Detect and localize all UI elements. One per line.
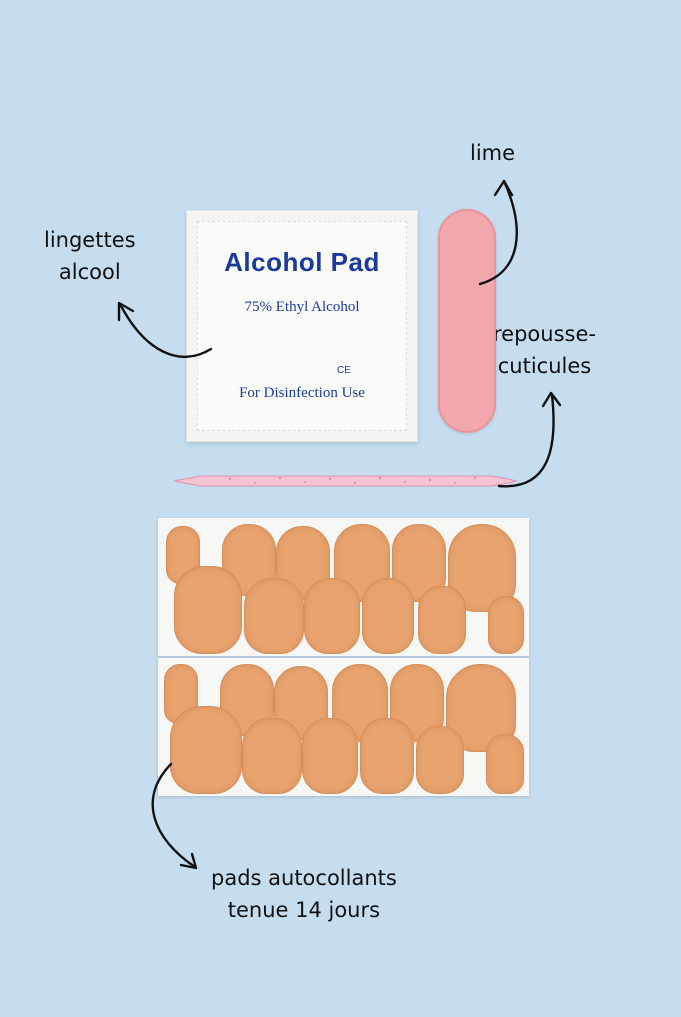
pad-sheet-top xyxy=(158,518,529,656)
pad-small xyxy=(488,596,524,654)
pad xyxy=(244,578,304,654)
pad xyxy=(170,706,242,794)
label-lingettes: lingettes alcool xyxy=(44,224,136,288)
pad xyxy=(174,566,242,654)
pad-sheet-bottom xyxy=(158,658,529,796)
pad xyxy=(416,726,464,794)
sachet-subtitle: 75% Ethyl Alcohol xyxy=(244,299,360,315)
pad-small xyxy=(486,734,524,794)
label-pads-line1: pads autocollants xyxy=(211,866,397,890)
sachet-usage: For Disinfection Use xyxy=(239,385,365,401)
label-lingettes-line1: lingettes xyxy=(44,228,136,252)
pad xyxy=(302,718,358,794)
pad xyxy=(304,578,360,654)
pad xyxy=(362,578,414,654)
pad xyxy=(242,718,302,794)
sachet-title: Alcohol Pad xyxy=(224,247,380,277)
label-repousse-line1: repousse- xyxy=(493,322,596,346)
label-pads-line2: tenue 14 jours xyxy=(227,898,381,922)
cuticle-pusher xyxy=(173,475,518,487)
label-repousse-line2: cuticules xyxy=(497,354,592,378)
label-repousse: repousse- cuticules xyxy=(493,318,596,382)
label-pads: pads autocollants tenue 14 jours xyxy=(211,862,397,926)
label-lingettes-line2: alcool xyxy=(58,260,121,284)
alcohol-pad-sachet: Alcohol Pad 75% Ethyl Alcohol CE For Dis… xyxy=(186,210,418,442)
sachet-ce-mark: CE xyxy=(337,365,351,376)
label-lime-text: lime xyxy=(470,141,516,165)
pad xyxy=(360,718,414,794)
sachet-seal xyxy=(197,221,407,431)
nail-file xyxy=(438,209,496,433)
pad xyxy=(418,586,466,654)
label-lime: lime xyxy=(470,137,515,169)
